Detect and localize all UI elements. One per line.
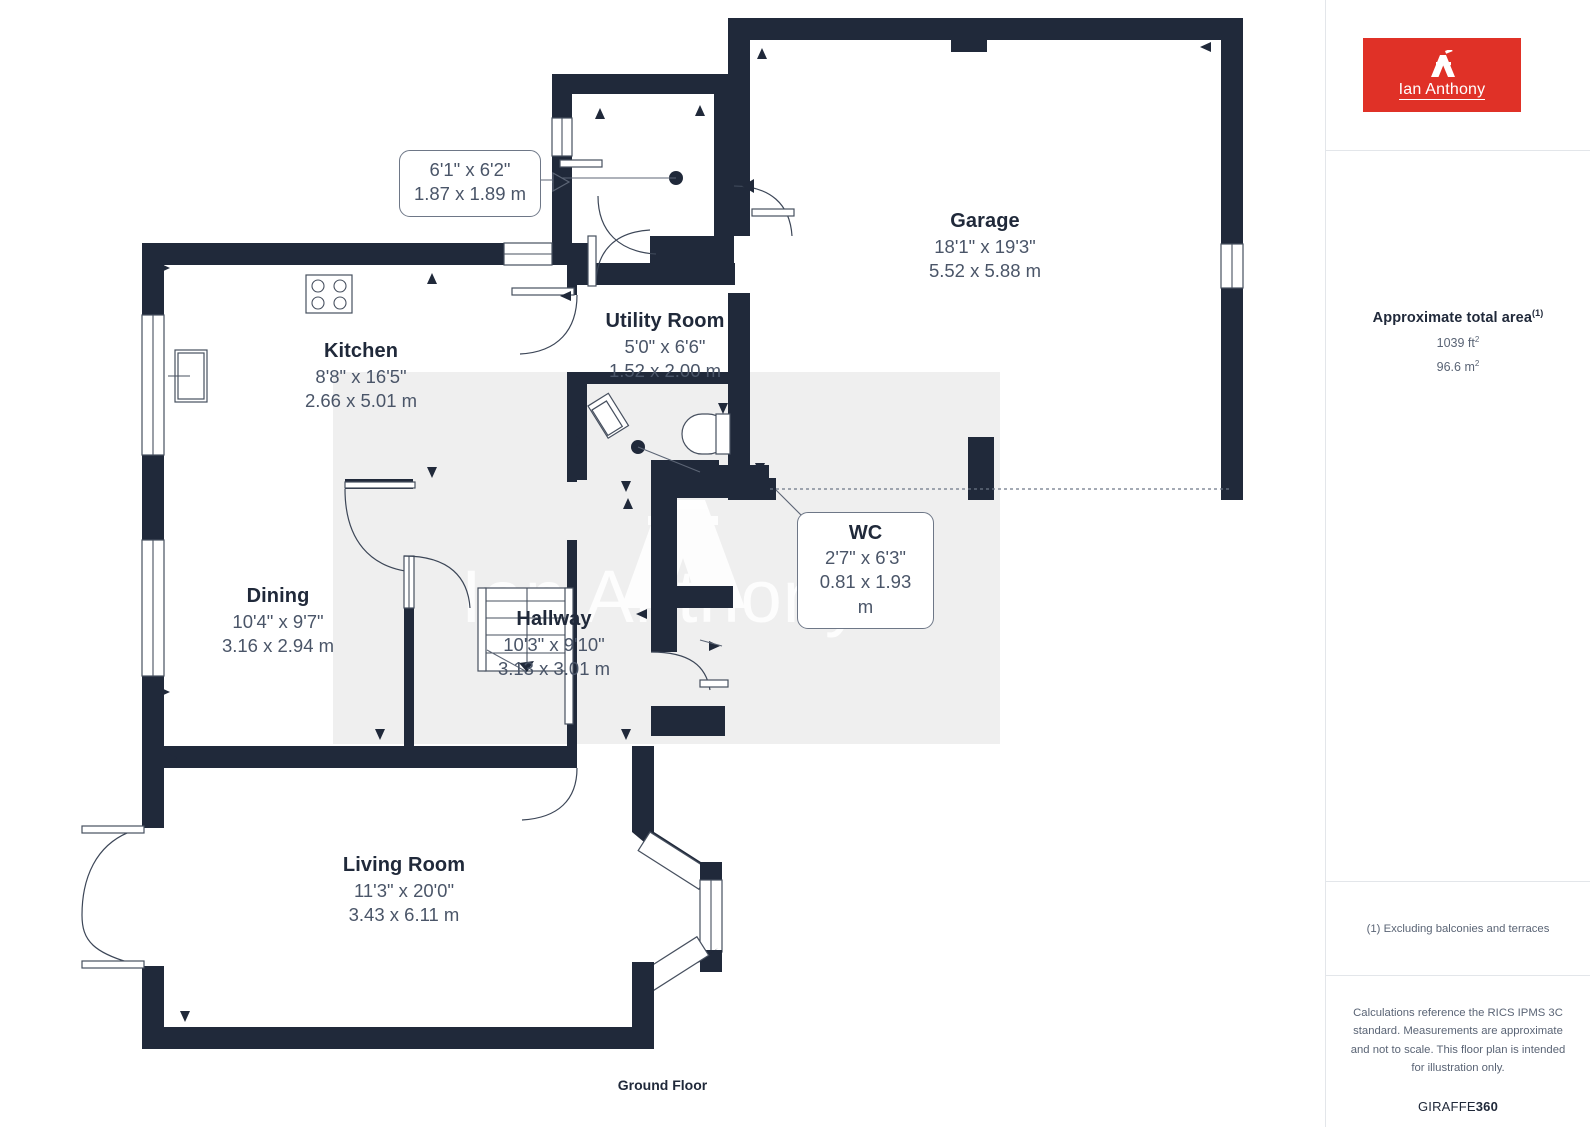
- area-metric-number: 96.6 m: [1436, 360, 1475, 375]
- kitchen-hob: [305, 274, 353, 314]
- walls: [81, 18, 1244, 1049]
- brand-light-text: GIRAFFE: [1417, 1099, 1476, 1115]
- staircase: [477, 587, 574, 725]
- area-metric-unit-exp: 2: [1474, 358, 1480, 368]
- callout-wc[interactable]: WC 2'7" x 6'3" 0.81 x 1.93 m: [797, 512, 934, 630]
- callout-dim-imperial: 6'1" x 6'2": [429, 159, 511, 180]
- callout-name: WC: [848, 522, 883, 544]
- area-imperial-unit-exp: 2: [1474, 334, 1480, 344]
- area-title-footnote-marker: (1): [1532, 308, 1544, 318]
- wc-fixtures: [681, 413, 731, 455]
- callout-dim-imperial: 2'7" x 6'3": [825, 547, 906, 568]
- area-title: Approximate total area(1): [1326, 308, 1590, 326]
- utility-fixture: [587, 392, 630, 440]
- sidebar-disclaimer-section: Calculations reference the RICS IPMS 3C …: [1326, 976, 1590, 1114]
- giraffe360-brand: GIRAFFE360: [1348, 1099, 1568, 1114]
- footnote-text: (1) Excluding balconies and terraces: [1366, 922, 1550, 935]
- floorplan-canvas[interactable]: .w { fill:#20293a; } .sh { fill:#efefef;…: [0, 0, 1325, 1127]
- sidebar-footnote-section: (1) Excluding balconies and terraces: [1326, 882, 1590, 976]
- brand-logo-text: Ian Anthony: [1398, 81, 1486, 101]
- callout-dim-metric: 0.81 x 1.93 m: [819, 571, 912, 617]
- brand-bold-text: 360: [1475, 1099, 1499, 1115]
- area-value-imperial: 1039 ft2: [1326, 335, 1590, 350]
- floor-title: Ground Floor: [617, 1077, 708, 1093]
- callout-dim-metric: 1.87 x 1.89 m: [413, 183, 527, 205]
- sidebar-logo-section: Ian Anthony: [1326, 0, 1590, 151]
- area-value-metric: 96.6 m2: [1326, 359, 1590, 374]
- disclaimer-text: Calculations reference the RICS IPMS 3C …: [1350, 1007, 1566, 1074]
- area-imperial-number: 1039 ft: [1436, 335, 1475, 350]
- triangle-a-icon: [1431, 49, 1455, 77]
- area-title-text: Approximate total area: [1372, 309, 1532, 326]
- callout-porch[interactable]: 6'1" x 6'2" 1.87 x 1.89 m: [399, 150, 541, 217]
- floorplan-drawing: .w { fill:#20293a; } .sh { fill:#efefef;…: [81, 18, 1244, 1049]
- opening-markers: [159, 42, 1211, 1022]
- sidebar-area-section: Approximate total area(1) 1039 ft2 96.6 …: [1326, 151, 1590, 882]
- sidebar: Ian Anthony Approximate total area(1) 10…: [1325, 0, 1590, 1127]
- brand-logo[interactable]: Ian Anthony: [1363, 38, 1521, 112]
